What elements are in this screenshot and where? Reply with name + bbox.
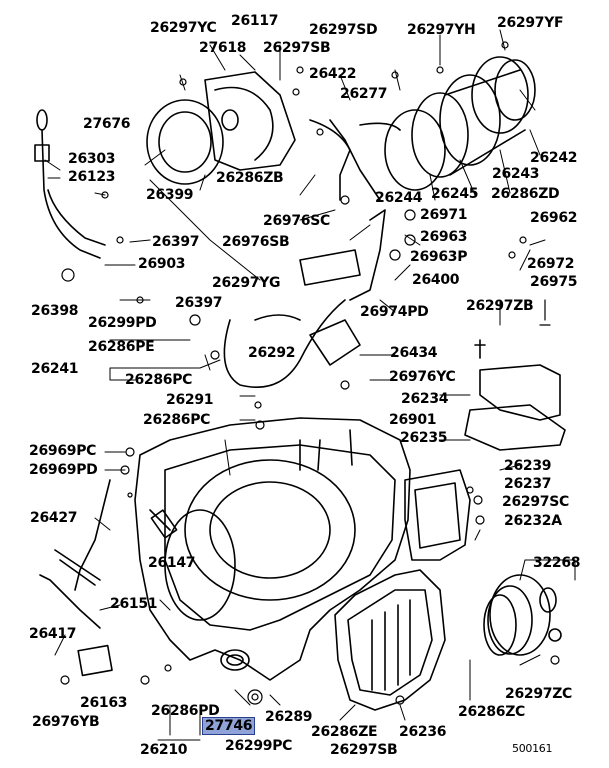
- harness-drawing: [223, 119, 401, 389]
- label-26397-b[interactable]: 26397: [175, 295, 223, 311]
- label-26286ZC[interactable]: 26286ZC: [458, 704, 526, 720]
- label-26239[interactable]: 26239: [504, 458, 552, 474]
- label-26151[interactable]: 26151: [110, 596, 158, 612]
- label-26297ZC[interactable]: 26297ZC: [505, 686, 573, 702]
- label-26235[interactable]: 26235: [400, 430, 448, 446]
- label-26210[interactable]: 26210: [140, 742, 188, 758]
- cover-plate-drawing: [404, 469, 471, 561]
- label-27676[interactable]: 27676: [83, 116, 131, 132]
- label-26434[interactable]: 26434: [390, 345, 438, 361]
- label-26399[interactable]: 26399: [146, 187, 194, 203]
- label-26289[interactable]: 26289: [265, 709, 313, 725]
- label-27618[interactable]: 27618: [199, 40, 247, 56]
- label-26297SB[interactable]: 26297SB: [263, 40, 331, 56]
- label-26963[interactable]: 26963: [420, 229, 468, 245]
- label-26962[interactable]: 26962: [530, 210, 578, 226]
- bolt-shapes: [60, 41, 560, 705]
- label-26297YF[interactable]: 26297YF: [497, 15, 564, 31]
- transaxle-case-drawing: [134, 417, 411, 681]
- label-26286PD[interactable]: 26286PD: [151, 703, 220, 719]
- label-26299PC[interactable]: 26299PC: [225, 738, 293, 754]
- label-26400[interactable]: 26400: [412, 272, 460, 288]
- label-26286PC-a[interactable]: 26286PC: [125, 372, 193, 388]
- label-26286ZB[interactable]: 26286ZB: [216, 170, 284, 186]
- label-27746-highlighted[interactable]: 27746: [201, 717, 256, 735]
- label-26236[interactable]: 26236: [399, 724, 447, 740]
- output-flange-drawing: [483, 574, 562, 656]
- label-26975[interactable]: 26975: [530, 274, 578, 290]
- label-26291[interactable]: 26291: [166, 392, 214, 408]
- label-26976SB[interactable]: 26976SB: [222, 234, 290, 250]
- label-26286ZE[interactable]: 26286ZE: [311, 724, 378, 740]
- label-26969PD[interactable]: 26969PD: [29, 462, 98, 478]
- label-26234[interactable]: 26234: [401, 391, 449, 407]
- label-26244[interactable]: 26244: [375, 190, 423, 206]
- label-26297YC[interactable]: 26297YC: [150, 20, 217, 36]
- label-26245[interactable]: 26245: [431, 186, 479, 202]
- end-cover-drawing: [334, 569, 446, 711]
- label-26398[interactable]: 26398: [31, 303, 79, 319]
- label-26303[interactable]: 26303: [68, 151, 116, 167]
- label-26976SC[interactable]: 26976SC: [263, 213, 330, 229]
- label-26299PD[interactable]: 26299PD: [88, 315, 157, 331]
- label-26297YH[interactable]: 26297YH: [407, 22, 476, 38]
- mount-bracket-drawing: [464, 339, 566, 451]
- extension-housing-drawing: [384, 56, 536, 191]
- label-32268[interactable]: 32268: [533, 555, 581, 571]
- label-26974PD[interactable]: 26974PD: [360, 304, 429, 320]
- dipstick-drawing: [34, 109, 106, 259]
- label-26297SC[interactable]: 26297SC: [502, 494, 569, 510]
- label-26163[interactable]: 26163: [80, 695, 128, 711]
- label-26297SB-bottom[interactable]: 26297SB: [330, 742, 398, 758]
- label-26903[interactable]: 26903: [138, 256, 186, 272]
- label-26243[interactable]: 26243: [492, 166, 540, 182]
- diagram-id: 500161: [512, 742, 553, 755]
- label-26286ZD[interactable]: 26286ZD: [491, 186, 560, 202]
- label-26971[interactable]: 26971: [420, 207, 468, 223]
- label-26292[interactable]: 26292: [248, 345, 296, 361]
- leader-lines: [44, 29, 576, 741]
- label-26976YB[interactable]: 26976YB: [32, 714, 100, 730]
- label-26147[interactable]: 26147: [148, 555, 196, 571]
- label-26123[interactable]: 26123: [68, 169, 116, 185]
- label-26972[interactable]: 26972: [527, 256, 575, 272]
- label-26963P[interactable]: 26963P: [410, 249, 468, 265]
- label-26286PE[interactable]: 26286PE: [88, 339, 155, 355]
- label-26422[interactable]: 26422: [309, 66, 357, 82]
- label-26277[interactable]: 26277: [340, 86, 388, 102]
- label-26297SD[interactable]: 26297SD: [309, 22, 378, 38]
- label-26427[interactable]: 26427: [30, 510, 78, 526]
- label-26297ZB[interactable]: 26297ZB: [466, 298, 534, 314]
- label-26397-a[interactable]: 26397: [152, 234, 200, 250]
- label-26242[interactable]: 26242: [530, 150, 578, 166]
- clutch-housing-drawing: [146, 71, 296, 185]
- label-26297YG[interactable]: 26297YG: [212, 275, 281, 291]
- label-26286PC-b[interactable]: 26286PC: [143, 412, 211, 428]
- label-26417[interactable]: 26417: [29, 626, 77, 642]
- label-26117[interactable]: 26117: [231, 13, 279, 29]
- label-26241[interactable]: 26241: [31, 361, 79, 377]
- shift-linkage-drawing: [39, 479, 178, 677]
- label-26901[interactable]: 26901: [389, 412, 437, 428]
- label-26232A[interactable]: 26232A: [504, 513, 562, 529]
- label-26976YC[interactable]: 26976YC: [389, 369, 456, 385]
- label-26969PC[interactable]: 26969PC: [29, 443, 97, 459]
- label-26237[interactable]: 26237: [504, 476, 552, 492]
